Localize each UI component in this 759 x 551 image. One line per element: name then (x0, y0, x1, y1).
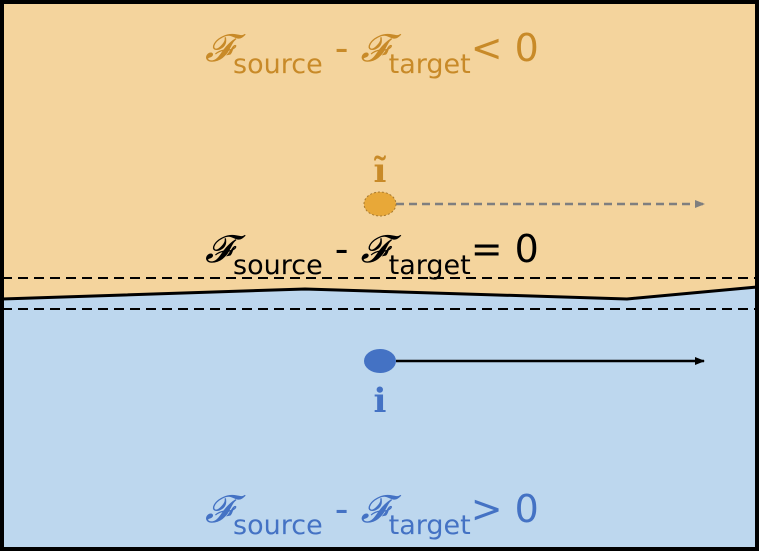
formula-top-op: - (323, 26, 361, 70)
decision-boundary-line (1, 285, 758, 301)
formula-middle-op: - (323, 227, 361, 271)
original-point-label: i (374, 381, 387, 421)
perturbed-point-marker (363, 191, 397, 217)
formula-top-sub2: target (389, 49, 471, 80)
formula-top-rel: < 0 (471, 26, 539, 70)
formula-top-sub1: source (233, 49, 323, 80)
formula-middle-rel: = 0 (471, 227, 539, 271)
perturbed-point-label: ĩ (374, 151, 387, 191)
formula-bottom-rel: > 0 (471, 487, 539, 531)
formula-bottom-sub2: target (389, 510, 471, 541)
original-point-marker (364, 349, 396, 373)
formula-middle-sub1: source (233, 250, 323, 281)
lower-region (2, 287, 757, 549)
formula-bottom-sub1: source (233, 510, 323, 541)
formula-top: 𝓕source - 𝓕target< 0 (205, 26, 539, 80)
formula-middle-sub2: target (389, 250, 471, 281)
formula-bottom-op: - (323, 487, 361, 531)
